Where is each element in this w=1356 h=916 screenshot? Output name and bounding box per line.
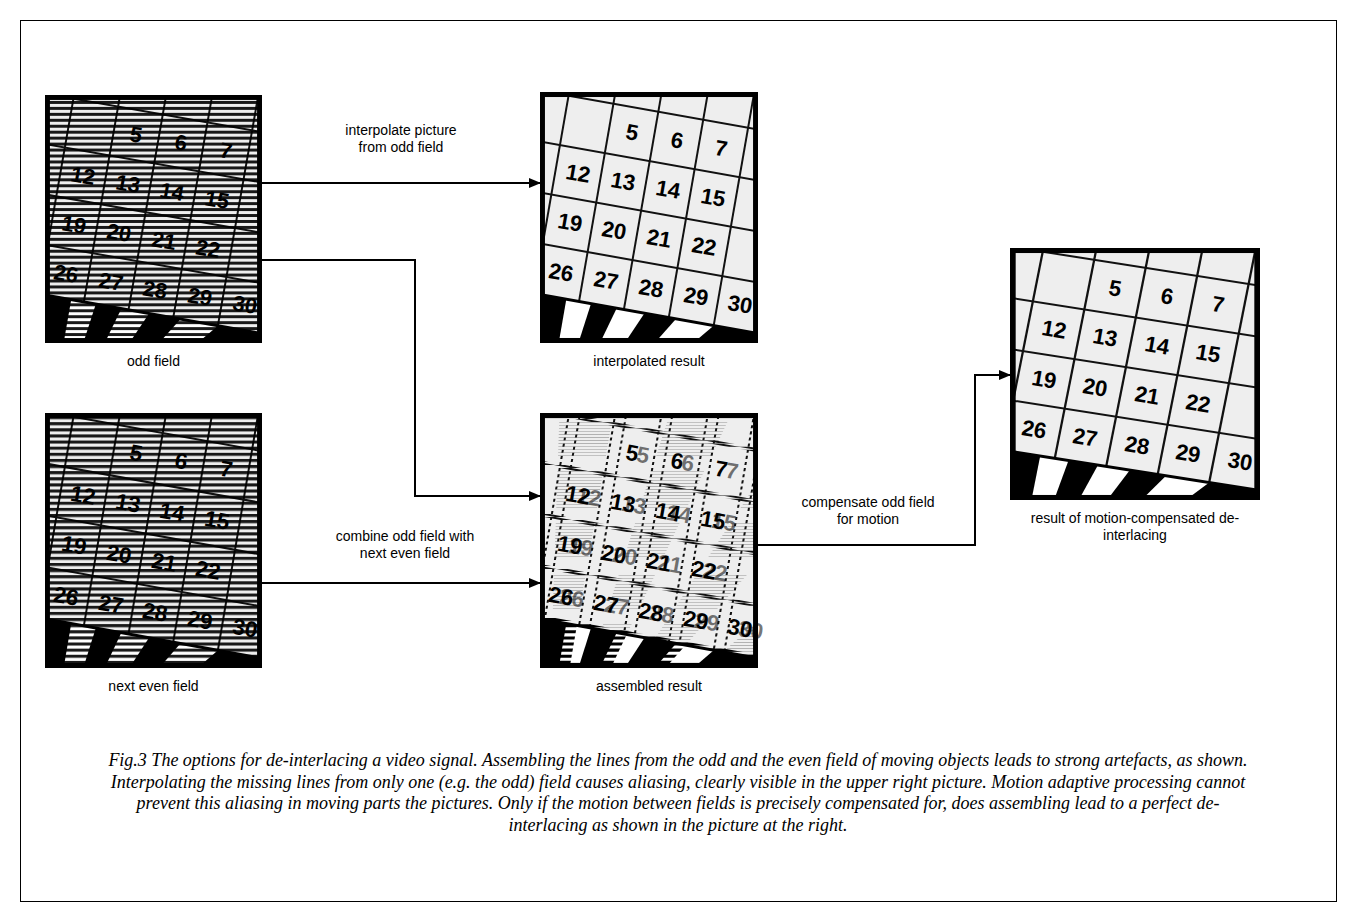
calendar-number: 13 [114,171,142,197]
picture-panel: next even field5671213141519202122262728… [45,413,262,695]
calendar-number: 12 [1040,317,1068,343]
calendar-number: 20 [600,541,628,567]
calendar-number: 29 [681,608,709,634]
panel-caption: interpolated result [540,353,758,370]
calendar-number: 13 [609,169,637,195]
calendar-number: 12 [69,163,97,189]
calendar-number: 30 [230,616,258,642]
calendar-number: 21 [1133,383,1161,409]
calendar-number: 13 [1091,325,1119,351]
calendar-number: 21 [149,549,177,575]
picture-panel: result of motion-compensated de-interlac… [1010,248,1260,544]
calendar-number: 28 [141,600,169,626]
calendar-number: 14 [654,499,682,525]
picture-panel: assembled result567121314151920212226272… [540,413,758,695]
calendar-number: 29 [1174,441,1202,467]
calendar-number: 15 [203,507,231,533]
calendar-number: 20 [105,541,133,567]
panel-caption: odd field [45,353,262,370]
calendar-number: 14 [654,177,682,203]
flow-arrow [262,260,540,496]
calendar-number: 15 [1194,341,1222,367]
calendar-number: 19 [1030,367,1058,393]
calendar-number: 26 [52,261,80,287]
calendar-number: 12 [69,483,97,509]
calendar-number: 22 [690,558,718,584]
calendar-number: 13 [609,491,637,517]
calendar-number: 27 [1071,424,1099,450]
calendar-number: 21 [150,228,178,254]
calendar-number: 14 [1143,333,1171,359]
figure-caption: Fig.3 The options for de-interlacing a v… [98,750,1258,836]
calendar-number: 21 [645,549,673,575]
calendar-number: 22 [1184,391,1212,417]
calendar-number: 29 [186,608,214,634]
calendar-number: 22 [194,558,222,584]
calendar-number: 29 [681,284,709,310]
calendar-number: 30 [726,616,754,642]
calendar-number: 12 [564,161,592,187]
calendar-number: 19 [60,212,88,238]
calendar-number: 26 [547,583,575,609]
calendar-number: 30 [726,292,754,318]
arrow-label: combine odd field with next even field [333,528,477,562]
picture-panel: odd field56712131415192021222627282930 [45,95,262,370]
calendar-number: 26 [547,260,575,286]
calendar-number: 28 [141,277,169,303]
calendar-number: 30 [231,292,259,318]
calendar-number: 30 [1226,449,1254,475]
calendar-number: 20 [105,220,133,246]
calendar-number: 28 [636,600,664,626]
calendar-number: 22 [195,236,223,262]
calendar-number: 15 [698,507,726,533]
calendar-number: 29 [186,285,214,311]
calendar-number: 27 [592,268,620,294]
flow-arrow [262,182,540,184]
calendar-number: 19 [60,533,88,559]
flow-arrow [758,375,1010,545]
calendar-number: 15 [699,185,727,211]
calendar-number: 13 [113,491,141,517]
flow-arrow [262,582,540,584]
calendar-number: 20 [600,218,628,244]
calendar-number: 15 [203,187,231,213]
calendar-number: 14 [158,499,186,525]
calendar-number: 19 [555,210,583,236]
calendar-number: 27 [96,592,124,618]
calendar-number: 27 [97,269,125,295]
arrow-label: compensate odd field for motion [796,494,940,528]
panel-caption: result of motion-compensated de-interlac… [1010,510,1260,544]
panel-caption: assembled result [540,678,758,695]
calendar-number: 19 [555,533,583,559]
calendar-number: 28 [1123,433,1151,459]
calendar-number: 27 [592,592,620,618]
calendar-number: 26 [1020,416,1048,442]
calendar-number: 22 [690,234,718,260]
panel-caption: next even field [45,678,262,695]
calendar-number: 26 [52,583,80,609]
calendar-number: 28 [637,276,665,302]
picture-panel: interpolated result567121314151920212226… [540,92,758,370]
arrow-label: interpolate picture from odd field [329,122,473,156]
calendar-number: 12 [564,483,592,509]
calendar-number: 14 [158,179,186,205]
calendar-number: 20 [1081,375,1109,401]
calendar-number: 21 [645,226,673,252]
